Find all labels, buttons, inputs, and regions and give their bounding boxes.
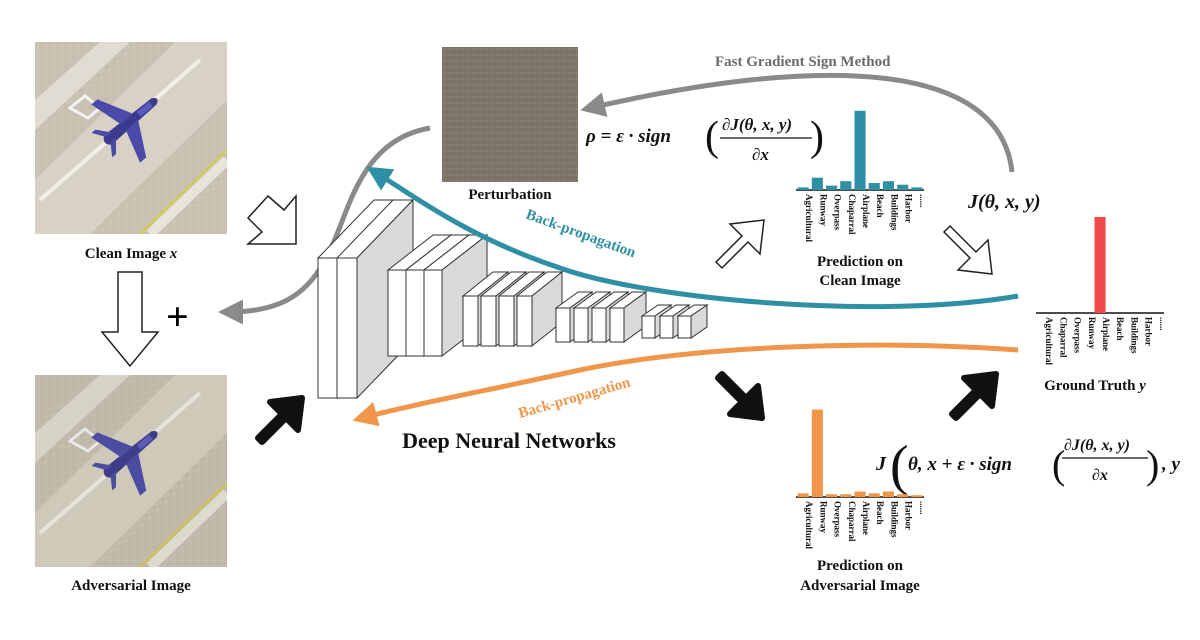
svg-text:ρ = ε · sign: ρ = ε · sign bbox=[585, 126, 671, 147]
ground-truth-label: Ground Truth y bbox=[1044, 378, 1146, 394]
adversarial-prediction-chart: Agricultural Runway Overpass Chaparral Airpl… bbox=[796, 409, 928, 549]
network-layer-12 bbox=[608, 291, 648, 343]
network-to-adversarial-prediction-arrow bbox=[715, 371, 765, 421]
backprop-top-arrow bbox=[366, 166, 1019, 310]
chart-tick-label-7: Harbor bbox=[904, 194, 914, 223]
fgsm-label: Fast Gradient Sign Method bbox=[715, 54, 891, 70]
chart-tick-label-3: Chaparral bbox=[847, 501, 857, 542]
chart-bar-1 bbox=[811, 409, 823, 497]
chart-tick-label-8: ...... bbox=[918, 501, 928, 515]
chart-tick-label-1: Runway bbox=[818, 501, 828, 534]
chart-tick-label-5: Beach bbox=[875, 501, 885, 525]
chart-bar-0 bbox=[797, 187, 809, 190]
chart-tick-label-3: Runway bbox=[1087, 317, 1097, 350]
chart-tick-label-4: Airplane bbox=[861, 194, 871, 228]
chart-bar-4 bbox=[854, 110, 866, 190]
pred-adv-label-line1: Prediction on bbox=[817, 558, 904, 574]
dnn-label: Deep Neural Networks bbox=[402, 428, 616, 453]
clean-to-adversarial-arrow bbox=[100, 271, 160, 368]
chart-tick-label-4: Airplane bbox=[861, 501, 871, 535]
chart-tick-label-2: Overpass bbox=[833, 194, 843, 230]
chart-tick-label-7: Harbor bbox=[904, 501, 914, 530]
plus-sign: + bbox=[166, 294, 189, 339]
chart-bar-7 bbox=[897, 184, 909, 190]
pred-clean-label-line2: Clean Image bbox=[819, 273, 901, 289]
chart-tick-label-4: Airplane bbox=[1101, 317, 1111, 351]
chart-tick-label-2: Overpass bbox=[1073, 317, 1083, 353]
clean-loss-arrow bbox=[942, 224, 993, 275]
chart-bar-5 bbox=[868, 493, 880, 497]
adversarial-loss-arrow bbox=[949, 371, 999, 421]
svg-text:∂J(θ, x, y): ∂J(θ, x, y) bbox=[1064, 437, 1130, 454]
network-layer-15 bbox=[676, 304, 709, 339]
clean-prediction-chart: Agricultural Runway Overpass Chaparral Airpl… bbox=[796, 110, 928, 242]
svg-text:J: J bbox=[875, 453, 887, 475]
chart-tick-label-0: Agricultural bbox=[804, 194, 814, 242]
svg-text:θ, x + ε · sign: θ, x + ε · sign bbox=[908, 454, 1012, 475]
svg-text:): ) bbox=[810, 114, 824, 160]
chart-tick-label-0: Agricultural bbox=[804, 501, 814, 549]
chart-tick-label-3: Chaparral bbox=[847, 194, 857, 235]
chart-tick-label-8: ...... bbox=[1158, 317, 1168, 331]
chart-tick-label-8: ...... bbox=[918, 194, 928, 208]
svg-text:∂J(θ, x, y): ∂J(θ, x, y) bbox=[722, 115, 792, 134]
chart-bar-1 bbox=[811, 177, 823, 190]
adversarial-to-network-arrow bbox=[255, 395, 305, 445]
chart-tick-label-6: Buildings bbox=[889, 194, 899, 231]
chart-tick-label-2: Overpass bbox=[833, 501, 843, 537]
chart-bar-3 bbox=[840, 494, 852, 497]
network-to-clean-prediction-arrow bbox=[714, 219, 765, 270]
backprop-bottom-arrow bbox=[352, 342, 1019, 427]
chart-tick-label-7: Harbor bbox=[1144, 317, 1154, 346]
backprop-top-label: Back-propagation bbox=[524, 207, 639, 262]
chart-tick-label-1: Runway bbox=[818, 194, 828, 227]
clean-image bbox=[35, 42, 227, 234]
chart-bar-6 bbox=[882, 181, 894, 190]
chart-bar-4 bbox=[854, 491, 866, 497]
svg-text:): ) bbox=[1146, 442, 1159, 487]
neural-network bbox=[316, 198, 709, 400]
chart-bar-0 bbox=[797, 493, 809, 497]
adversarial-loss-formula: J ( θ, x + ε · sign ( ∂J(θ, x, y) ∂x ) ,… bbox=[875, 435, 1181, 497]
pred-clean-label-line1: Prediction on bbox=[817, 254, 904, 270]
chart-tick-label-5: Beach bbox=[1115, 317, 1125, 341]
svg-text:(: ( bbox=[705, 114, 719, 160]
svg-text:∂x: ∂x bbox=[1092, 467, 1108, 484]
svg-text:, y: , y bbox=[1161, 454, 1181, 475]
perturbation-image bbox=[442, 47, 578, 182]
chart-bar-5 bbox=[868, 183, 880, 190]
svg-text:(: ( bbox=[890, 435, 909, 497]
chart-tick-label-5: Beach bbox=[875, 194, 885, 218]
clean-image-label: Clean Image x bbox=[85, 246, 178, 262]
chart-tick-label-0: Agricultural bbox=[1044, 317, 1054, 365]
pred-adv-label-line2: Adversarial Image bbox=[800, 578, 920, 594]
chart-bar-8 bbox=[911, 495, 923, 497]
adversarial-image bbox=[35, 375, 227, 567]
chart-bar-7 bbox=[897, 494, 909, 497]
perturbation-formula: ρ = ε · sign ( ∂J(θ, x, y) ∂x ) bbox=[585, 114, 824, 164]
loss-formula: J(θ, x, y) bbox=[967, 191, 1041, 213]
adversarial-image-label: Adversarial Image bbox=[71, 578, 191, 594]
chart-tick-label-6: Buildings bbox=[889, 501, 899, 538]
svg-text:∂x: ∂x bbox=[752, 145, 769, 164]
chart-tick-label-6: Buildings bbox=[1129, 317, 1139, 354]
chart-bar-8 bbox=[911, 187, 923, 190]
ground-truth-chart: Agricultural Chaparral Overpass Runway Airpl… bbox=[1036, 217, 1168, 365]
chart-tick-label-1: Chaparral bbox=[1058, 317, 1068, 358]
fgsm-arrow bbox=[580, 72, 1015, 173]
perturbation-label: Perturbation bbox=[468, 187, 552, 203]
chart-bar-2 bbox=[826, 185, 838, 190]
chart-bar-3 bbox=[840, 181, 852, 190]
chart-bar-4 bbox=[1094, 217, 1106, 313]
chart-bar-6 bbox=[882, 491, 894, 497]
clean-to-network-arrow bbox=[245, 193, 297, 245]
svg-text:(: ( bbox=[1052, 442, 1065, 487]
chart-bar-2 bbox=[826, 494, 838, 497]
